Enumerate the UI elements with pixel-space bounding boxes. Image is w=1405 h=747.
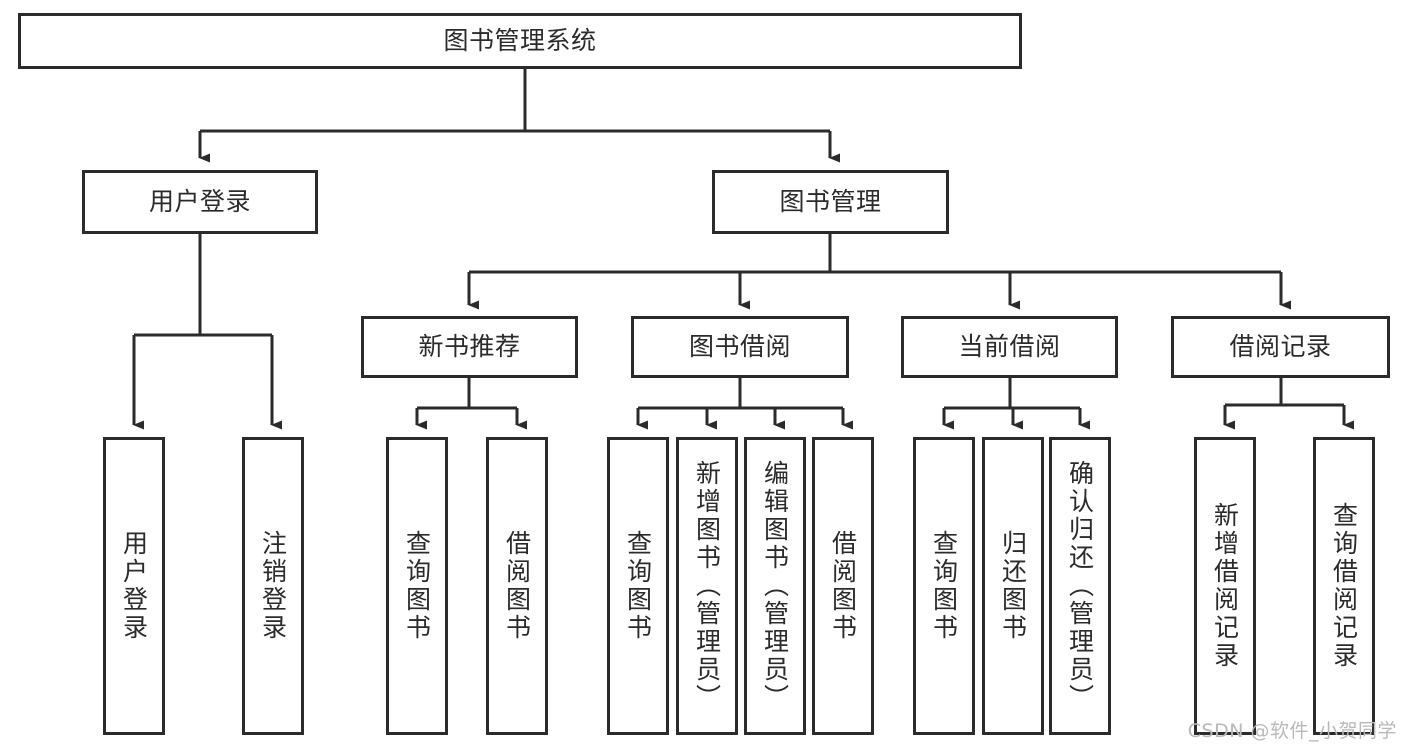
node-leaf-query-book-cur[interactable]: 查询图书 [913,437,975,735]
edge-root-to-level2 [198,69,840,163]
node-leaf-add-record[interactable]: 新增借阅记录 [1194,437,1256,735]
node-leaf-query-book-rec[interactable]: 查询图书 [386,437,448,735]
node-book-manage[interactable]: 图书管理 [712,170,949,234]
node-leaf-user-login-label: 用户登录 [119,530,149,642]
node-root[interactable]: 图书管理系统 [18,13,1022,69]
node-leaf-borrow-book-bor[interactable]: 借阅图书 [812,437,874,735]
node-leaf-query-record-label: 查询借阅记录 [1329,502,1359,670]
node-book-manage-label: 图书管理 [779,187,882,217]
node-leaf-add-book-label: 新增图书（管理员） [692,460,722,712]
node-leaf-borrow-book-bor-label: 借阅图书 [828,530,858,642]
node-root-label: 图书管理系统 [443,26,597,56]
node-leaf-borrow-book-rec[interactable]: 借阅图书 [486,437,548,735]
node-leaf-borrow-book-rec-label: 借阅图书 [502,530,532,642]
node-leaf-confirm-return-label: 确认归还（管理员） [1065,460,1095,712]
node-book-borrow-label: 图书借阅 [688,332,791,362]
node-leaf-add-book[interactable]: 新增图书（管理员） [676,437,738,735]
node-leaf-query-book-rec-label: 查询图书 [402,530,432,642]
node-book-borrow[interactable]: 图书借阅 [631,316,849,378]
node-leaf-query-record[interactable]: 查询借阅记录 [1313,437,1375,735]
edge-bookborrow-to-leaves [636,378,853,430]
node-leaf-query-book-cur-label: 查询图书 [929,530,959,642]
node-leaf-add-record-label: 新增借阅记录 [1210,502,1240,670]
node-new-book-recommend-label: 新书推荐 [418,332,521,362]
edge-userlogin-to-leaves [132,234,282,430]
node-leaf-confirm-return[interactable]: 确认归还（管理员） [1049,437,1111,735]
edge-borrowrecord-to-leaves [1223,378,1354,430]
edge-currentborrow-to-leaves [942,378,1090,430]
node-leaf-edit-book-label: 编辑图书（管理员） [760,460,790,712]
edge-newbook-to-leaves [415,378,527,430]
node-new-book-recommend[interactable]: 新书推荐 [361,316,578,378]
node-leaf-logout-label: 注销登录 [258,530,288,642]
node-leaf-logout[interactable]: 注销登录 [242,437,304,735]
node-leaf-return-book[interactable]: 归还图书 [982,437,1044,735]
node-current-borrow[interactable]: 当前借阅 [901,316,1118,378]
node-borrow-record[interactable]: 借阅记录 [1171,316,1390,378]
node-leaf-query-book-bor-label: 查询图书 [623,530,653,642]
node-leaf-query-book-bor[interactable]: 查询图书 [607,437,669,735]
edge-bookmanage-to-level3 [467,234,1291,310]
node-borrow-record-label: 借阅记录 [1229,332,1332,362]
node-user-login-label: 用户登录 [148,187,251,217]
node-leaf-user-login[interactable]: 用户登录 [103,437,165,735]
node-user-login[interactable]: 用户登录 [82,170,318,234]
watermark-text: CSDN @软件_小贺同学 [1187,720,1397,742]
node-current-borrow-label: 当前借阅 [958,332,1061,362]
node-leaf-edit-book[interactable]: 编辑图书（管理员） [744,437,806,735]
node-leaf-return-book-label: 归还图书 [998,530,1028,642]
